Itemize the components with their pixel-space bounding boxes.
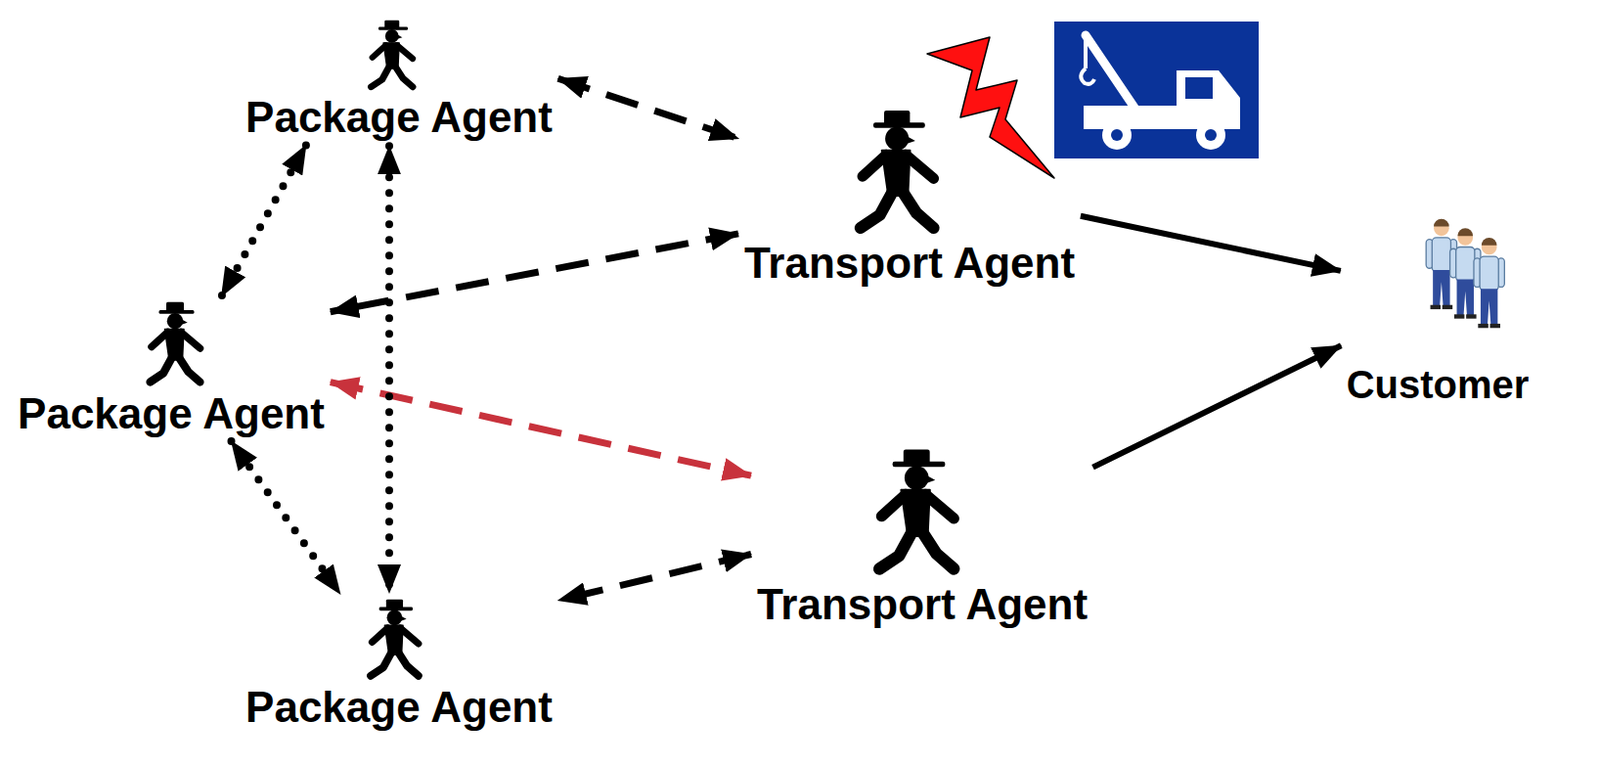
walker-figure — [859, 447, 970, 580]
node-label: Transport Agent — [756, 581, 1088, 627]
lightning-bolt — [927, 37, 1055, 178]
node-label: Package Agent — [245, 684, 553, 730]
agent-node: Transport Agent — [756, 447, 1088, 627]
walker-figure — [841, 109, 949, 239]
walker-figure — [359, 19, 422, 93]
dotted-connector — [231, 441, 341, 594]
agent-node: Package Agent — [245, 19, 553, 140]
node-label: Transport Agent — [744, 240, 1075, 286]
tow-truck-icon — [1054, 21, 1259, 159]
walker-figure — [357, 598, 429, 683]
node-label: Package Agent — [245, 94, 553, 140]
customers-figure — [1418, 217, 1516, 330]
dotted-connector — [385, 145, 394, 593]
walker-figure — [136, 301, 211, 390]
customer-node: Customer — [1346, 217, 1530, 405]
agent-node: Package Agent — [17, 301, 325, 437]
agent-node: Transport Agent — [744, 109, 1075, 286]
dotted-connector — [222, 144, 307, 296]
agent-node: Package Agent — [245, 598, 553, 730]
dashed-connector — [558, 554, 752, 601]
node-label: Customer — [1346, 363, 1530, 405]
dashed-connector — [558, 78, 740, 139]
solid-connector — [1093, 345, 1342, 467]
node-label: Package Agent — [17, 391, 325, 437]
solid-connector — [1080, 216, 1341, 271]
dashed-connector — [330, 382, 752, 477]
